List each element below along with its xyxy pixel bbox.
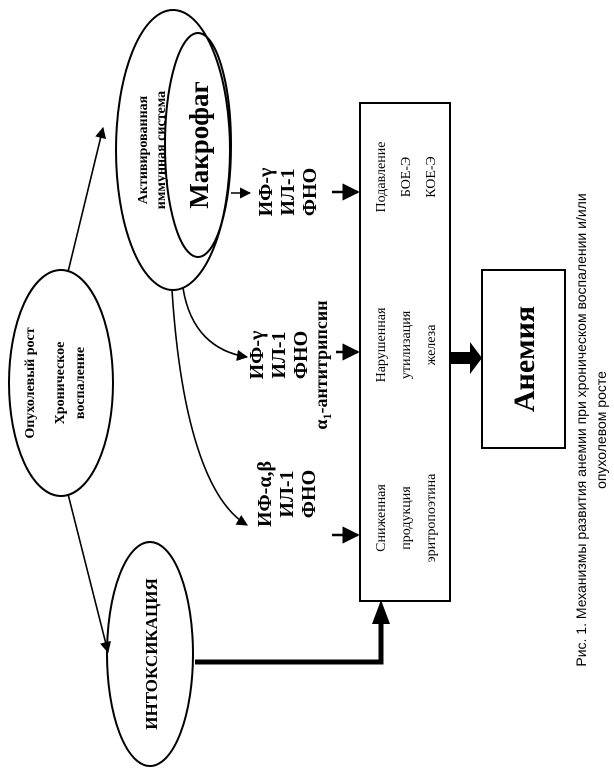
anemia-label: Анемия (508, 306, 541, 412)
macrophage-ellipse (164, 32, 232, 258)
mechanism-col3: Сниженная продукция эритропоэтина (374, 473, 439, 563)
tumor-label-line3: воспаление (73, 347, 88, 419)
cytokines-low-group: ИФ-α,β ИЛ-1 ФНО (254, 461, 320, 527)
cyto-top-line2: ИЛ-1 (277, 168, 299, 215)
mech-col3-line2: продукция (399, 486, 414, 550)
arrow-to-mid-cytokines (182, 287, 249, 361)
cyto-top-line3: ФНО (299, 168, 321, 216)
cyto-mid-line2: ИЛ-1 (268, 331, 290, 378)
macrophage-label: Макрофаг (184, 81, 214, 209)
cytokines-top-group: ИФ-γ ИЛ-1 ФНО (255, 167, 321, 216)
mech-col3-line1: Сниженная (374, 484, 389, 552)
mech-col2-line2: утилизация (399, 310, 414, 379)
tumor-label-line2: Хроническое (53, 342, 68, 425)
caption-line1: Рис. 1. Механизмы развития анемии при хр… (573, 193, 589, 666)
intoxication-arrow-head (372, 600, 390, 624)
mech-col3-line3: эритропоэтина (424, 473, 439, 563)
intoxication-ellipse (106, 541, 194, 767)
cyto-mid-line1: ИФ-γ (246, 330, 268, 379)
cyto-low-line1: ИФ-α,β (254, 461, 276, 527)
intoxication-label: ИНТОКСИКАЦИЯ (142, 578, 161, 730)
arrow-to-low-cytokines (171, 289, 248, 526)
cyto-low-line2: ИЛ-1 (276, 470, 298, 517)
mech-col2-line1: Нарушенная (374, 307, 389, 382)
mech-col2-line3: железа (424, 324, 439, 367)
immune-label-line1: Активированная (136, 95, 151, 204)
arrow-to-intoxication (67, 493, 111, 654)
anemia-box (481, 269, 566, 449)
mech-col1-line1: Подавление (374, 142, 389, 213)
mech-col1-line3: КОЕ-Э (424, 156, 439, 198)
tumor-label-line1: Опухолевый рост (23, 327, 38, 438)
cyto-mid-line3: ФНО (290, 331, 312, 379)
cyto-low-line3: ФНО (298, 470, 320, 518)
caption-line2: опухолевом росте (593, 371, 609, 489)
cytokines-mid-group: ИФ-γ ИЛ-1 ФНО α1-антитрипсин (246, 300, 334, 429)
mech-col1-line2: БОЕ-Э (399, 157, 414, 198)
mechanism-col2: Нарушенная утилизация железа (374, 307, 439, 382)
tumor-inflammation-ellipse (8, 269, 114, 497)
figure-caption: Рис. 1. Механизмы развития анемии при хр… (573, 193, 609, 666)
arrow-box-to-anemia (450, 342, 482, 374)
cyto-top-line1: ИФ-γ (255, 167, 277, 216)
intoxication-to-box-connector (195, 622, 384, 665)
mechanism-col1: Подавление БОЕ-Э КОЕ-Э (374, 142, 439, 213)
arrow-to-immune-system (67, 126, 107, 273)
cyto-mid-line4: α1-антитрипсин (311, 300, 334, 429)
